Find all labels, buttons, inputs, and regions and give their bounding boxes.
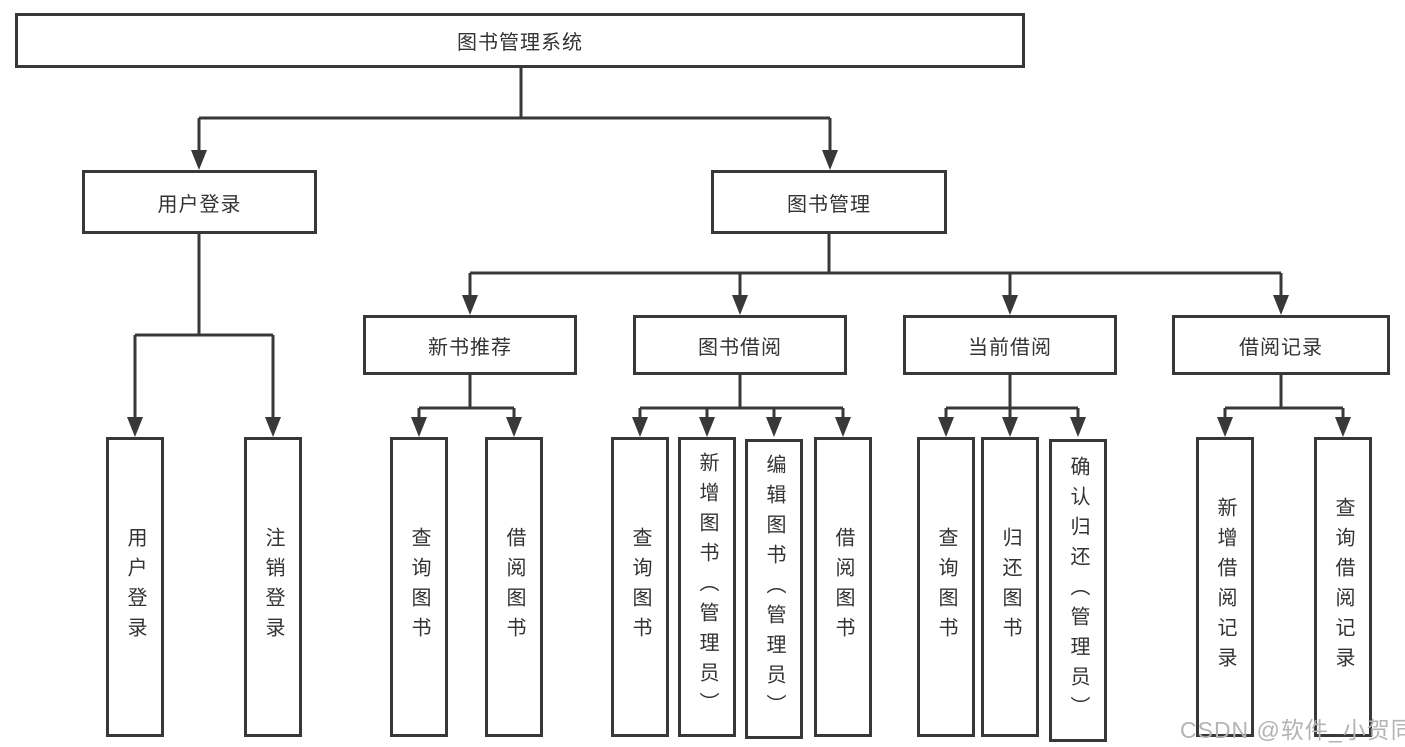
edge-borrow-to-leaves <box>638 375 845 420</box>
arrow-icon <box>506 417 522 437</box>
arrowheads <box>127 150 1351 437</box>
leaf-logout-label: 注销登录 <box>262 527 284 647</box>
edge-root-to-level2 <box>197 68 832 152</box>
node-root-system: 图书管理系统 <box>15 13 1025 68</box>
leaf-current-query-book: 查询图书 <box>917 437 975 737</box>
leaf-add-book-admin-label: 新增图书（管理员） <box>696 452 718 722</box>
edge-bookmgmt-to-level3 <box>468 234 1283 297</box>
leaf-current-query-book-label: 查询图书 <box>935 527 957 647</box>
arrow-icon <box>938 417 954 437</box>
leaf-borrow-query-book: 查询图书 <box>611 437 669 737</box>
edge-userlogin-to-leaves <box>133 234 275 420</box>
node-new-book-recommend-label: 新书推荐 <box>428 336 512 359</box>
node-root-label: 图书管理系统 <box>457 32 583 54</box>
arrow-icon <box>265 417 281 437</box>
arrow-icon <box>822 150 838 170</box>
leaf-borrow-query-book-label: 查询图书 <box>629 527 651 647</box>
node-user-login-branch: 用户登录 <box>82 170 317 234</box>
node-new-book-recommend: 新书推荐 <box>363 315 577 375</box>
csdn-watermark: CSDN @软件_小贺同学 <box>1180 717 1405 743</box>
node-book-management: 图书管理 <box>711 170 947 234</box>
leaf-add-borrow-record-label: 新增借阅记录 <box>1214 497 1236 677</box>
arrow-icon <box>191 150 207 170</box>
arrow-icon <box>462 295 478 315</box>
edge-records-to-leaves <box>1223 375 1345 420</box>
leaf-user-login-label: 用户登录 <box>124 527 146 647</box>
leaf-return-book-label: 归还图书 <box>999 527 1021 647</box>
arrow-icon <box>127 417 143 437</box>
leaf-recommend-query-book: 查询图书 <box>390 437 448 737</box>
arrow-icon <box>835 417 851 437</box>
leaf-query-borrow-record-label: 查询借阅记录 <box>1332 497 1354 677</box>
leaf-recommend-borrow-book-label: 借阅图书 <box>503 527 525 647</box>
leaf-confirm-return-admin-label: 确认归还（管理员） <box>1067 455 1089 726</box>
node-book-management-label: 图书管理 <box>787 193 871 216</box>
leaf-edit-book-admin: 编辑图书（管理员） <box>745 439 803 739</box>
leaf-recommend-query-book-label: 查询图书 <box>408 527 430 647</box>
arrow-icon <box>766 417 782 437</box>
arrow-icon <box>699 417 715 437</box>
leaf-return-book: 归还图书 <box>981 437 1039 737</box>
leaf-borrow-book-label: 借阅图书 <box>832 527 854 647</box>
node-book-borrowing-label: 图书借阅 <box>698 336 782 359</box>
leaf-user-login: 用户登录 <box>106 437 164 737</box>
leaf-add-book-admin: 新增图书（管理员） <box>678 437 736 737</box>
node-borrow-records: 借阅记录 <box>1172 315 1390 375</box>
edge-newrec-to-leaves <box>417 375 516 420</box>
leaf-borrow-book: 借阅图书 <box>814 437 872 737</box>
arrow-icon <box>1070 417 1086 437</box>
arrow-icon <box>1273 295 1289 315</box>
arrow-icon <box>1002 295 1018 315</box>
arrow-icon <box>732 295 748 315</box>
edge-current-to-leaves <box>944 375 1080 420</box>
arrow-icon <box>1335 417 1351 437</box>
node-user-login-label: 用户登录 <box>157 193 242 216</box>
arrow-icon <box>1217 417 1233 437</box>
leaf-confirm-return-admin: 确认归还（管理员） <box>1049 439 1107 742</box>
leaf-query-borrow-record: 查询借阅记录 <box>1314 437 1372 737</box>
node-current-borrowing-label: 当前借阅 <box>968 336 1052 359</box>
leaf-edit-book-admin-label: 编辑图书（管理员） <box>763 454 785 724</box>
arrow-icon <box>1002 417 1018 437</box>
node-borrow-records-label: 借阅记录 <box>1239 336 1323 359</box>
node-book-borrowing: 图书借阅 <box>633 315 847 375</box>
leaf-add-borrow-record: 新增借阅记录 <box>1196 437 1254 737</box>
leaf-logout: 注销登录 <box>244 437 302 737</box>
node-current-borrowing: 当前借阅 <box>903 315 1117 375</box>
leaf-recommend-borrow-book: 借阅图书 <box>485 437 543 737</box>
arrow-icon <box>411 417 427 437</box>
arrow-icon <box>632 417 648 437</box>
